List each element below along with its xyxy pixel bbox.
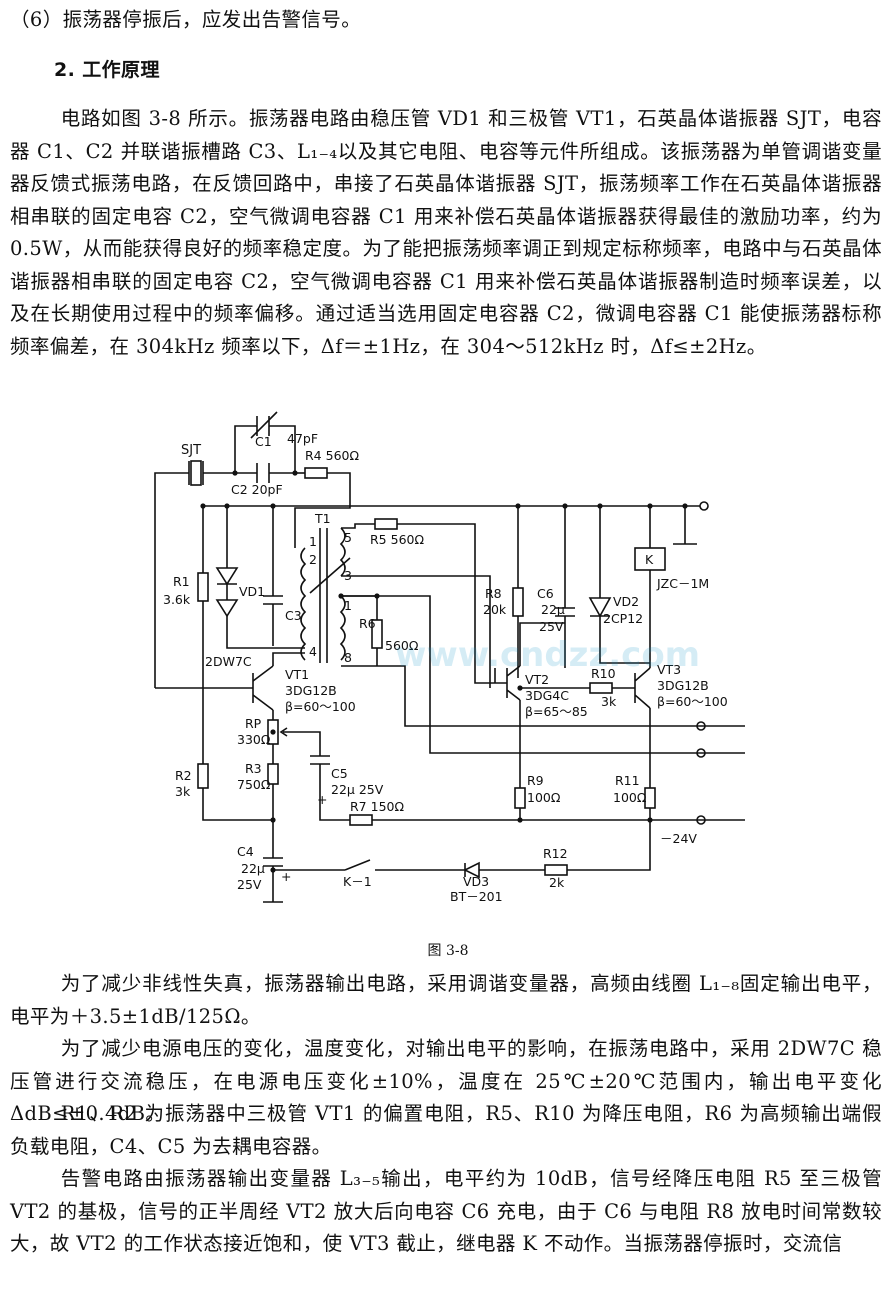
- label-vd3-type: BT－201: [450, 889, 503, 904]
- figure-caption: 图 3-8: [427, 943, 469, 959]
- label-vt2: VT2: [525, 672, 549, 687]
- paragraph-circuit-description: 电路如图 3-8 所示。振荡器电路由稳压管 VD1 和三极管 VT1，石英晶体谐…: [10, 107, 882, 358]
- label-supply-voltage: －24V: [660, 831, 697, 846]
- label-c5: C5: [331, 766, 348, 781]
- label-c6-value-2: 25V: [539, 619, 564, 634]
- label-c1-value: 47pF: [287, 431, 318, 446]
- section-heading: 2. 工作原理: [54, 59, 160, 81]
- label-vt3: VT3: [657, 662, 681, 677]
- label-vt1-type: 3DG12B: [285, 683, 337, 698]
- crystal-sjt-symbol: [190, 460, 202, 486]
- label-relay-k: K: [645, 552, 654, 567]
- label-c4-value-1: 22μ: [241, 861, 265, 876]
- paragraph-alarm-circuit: 告警电路由振荡器输出变量器 L₃₋₅输出，电平约为 10dB，信号经降压电阻 R…: [10, 1167, 882, 1255]
- label-r5: R5 560Ω: [370, 532, 424, 547]
- label-r6-value: 560Ω: [385, 638, 419, 653]
- label-k1: K－1: [343, 874, 372, 889]
- label-relay-type: JZC－1M: [656, 576, 709, 591]
- label-c1: C1: [255, 434, 272, 449]
- label-t1-pin-2: 2: [309, 552, 317, 567]
- label-c5-value: 22μ 25V: [331, 782, 384, 797]
- label-r12: R12: [543, 846, 568, 861]
- label-r10-value: 3k: [601, 694, 617, 709]
- label-t1-pin-8: 8: [344, 650, 352, 665]
- circuit-schematic-figure-3-8: SJT C1 47pF R4 560Ω C2 20pF T1 R5 560Ω R…: [154, 411, 745, 904]
- label-t1: T1: [314, 511, 331, 526]
- label-vt2-type: 3DG4C: [525, 688, 569, 703]
- label-r1: R1: [173, 574, 190, 589]
- label-r3-value: 750Ω: [237, 777, 271, 792]
- label-c4: C4: [237, 844, 254, 859]
- label-c6-value-1: 22μ: [541, 602, 565, 617]
- label-c4-value-2: 25V: [237, 877, 262, 892]
- paragraph-voltage-regulation: 为了减少电源电压的变化，温度变化，对输出电平的影响，在振荡电路中，采用 2DW7…: [10, 1037, 882, 1125]
- label-c5-plus: +: [317, 792, 327, 807]
- label-r11: R11: [615, 773, 640, 788]
- label-t1-pin-4: 4: [309, 644, 317, 659]
- label-2dw7c: 2DW7C: [205, 654, 252, 669]
- watermark-text: www.cndzz.com: [395, 635, 700, 675]
- label-r9: R9: [527, 773, 544, 788]
- label-c4-plus: +: [281, 869, 291, 884]
- requirement-item-6: （6）振荡器停振后，应发出告警信号。: [10, 8, 362, 31]
- label-vt1-beta: β=60～100: [285, 699, 356, 714]
- label-r3: R3: [245, 761, 262, 776]
- label-r4: R4 560Ω: [305, 448, 359, 463]
- label-r1-value: 3.6k: [163, 592, 191, 607]
- label-vt2-beta: β=65～85: [525, 704, 588, 719]
- label-vt3-beta: β=60～100: [657, 694, 728, 709]
- label-r8: R8: [485, 586, 502, 601]
- label-r9-value: 100Ω: [527, 790, 561, 805]
- label-vt1: VT1: [285, 667, 309, 682]
- label-c2: C2 20pF: [231, 482, 283, 497]
- label-vd2-type: 2CP12: [603, 611, 643, 626]
- label-c6: C6: [537, 586, 554, 601]
- paragraph-output-circuit: 为了减少非线性失真，振荡器输出电路，采用调谐变量器，高频由线圈 L₁₋₈固定输出…: [10, 972, 882, 1028]
- label-r10: R10: [591, 666, 616, 681]
- label-rp: RP: [245, 716, 262, 731]
- label-t1-pin-3: 3: [344, 568, 352, 583]
- label-r2-value: 3k: [175, 784, 191, 799]
- label-rp-value: 330Ω: [237, 732, 271, 747]
- label-r7: R7 150Ω: [350, 799, 404, 814]
- label-t1-pin-1: 1: [309, 534, 317, 549]
- label-vt3-type: 3DG12B: [657, 678, 709, 693]
- label-vd2: VD2: [613, 594, 639, 609]
- label-r8-value: 20k: [483, 602, 507, 617]
- label-r11-value: 100Ω: [613, 790, 647, 805]
- label-r12-value: 2k: [549, 875, 565, 890]
- label-vd1: VD1: [239, 584, 265, 599]
- label-vd3: VD3: [463, 874, 489, 889]
- label-r2: R2: [175, 768, 192, 783]
- label-sjt: SJT: [181, 443, 201, 458]
- label-r6: R6: [359, 616, 376, 631]
- paragraph-bias-resistors: R1、R2 为振荡器中三极管 VT1 的偏置电阻，R5、R10 为降压电阻，R6…: [10, 1102, 882, 1158]
- label-t1-pin-5: 5: [344, 530, 352, 545]
- label-t1-pin-1b: 1: [344, 598, 352, 613]
- label-c3: C3: [285, 608, 302, 623]
